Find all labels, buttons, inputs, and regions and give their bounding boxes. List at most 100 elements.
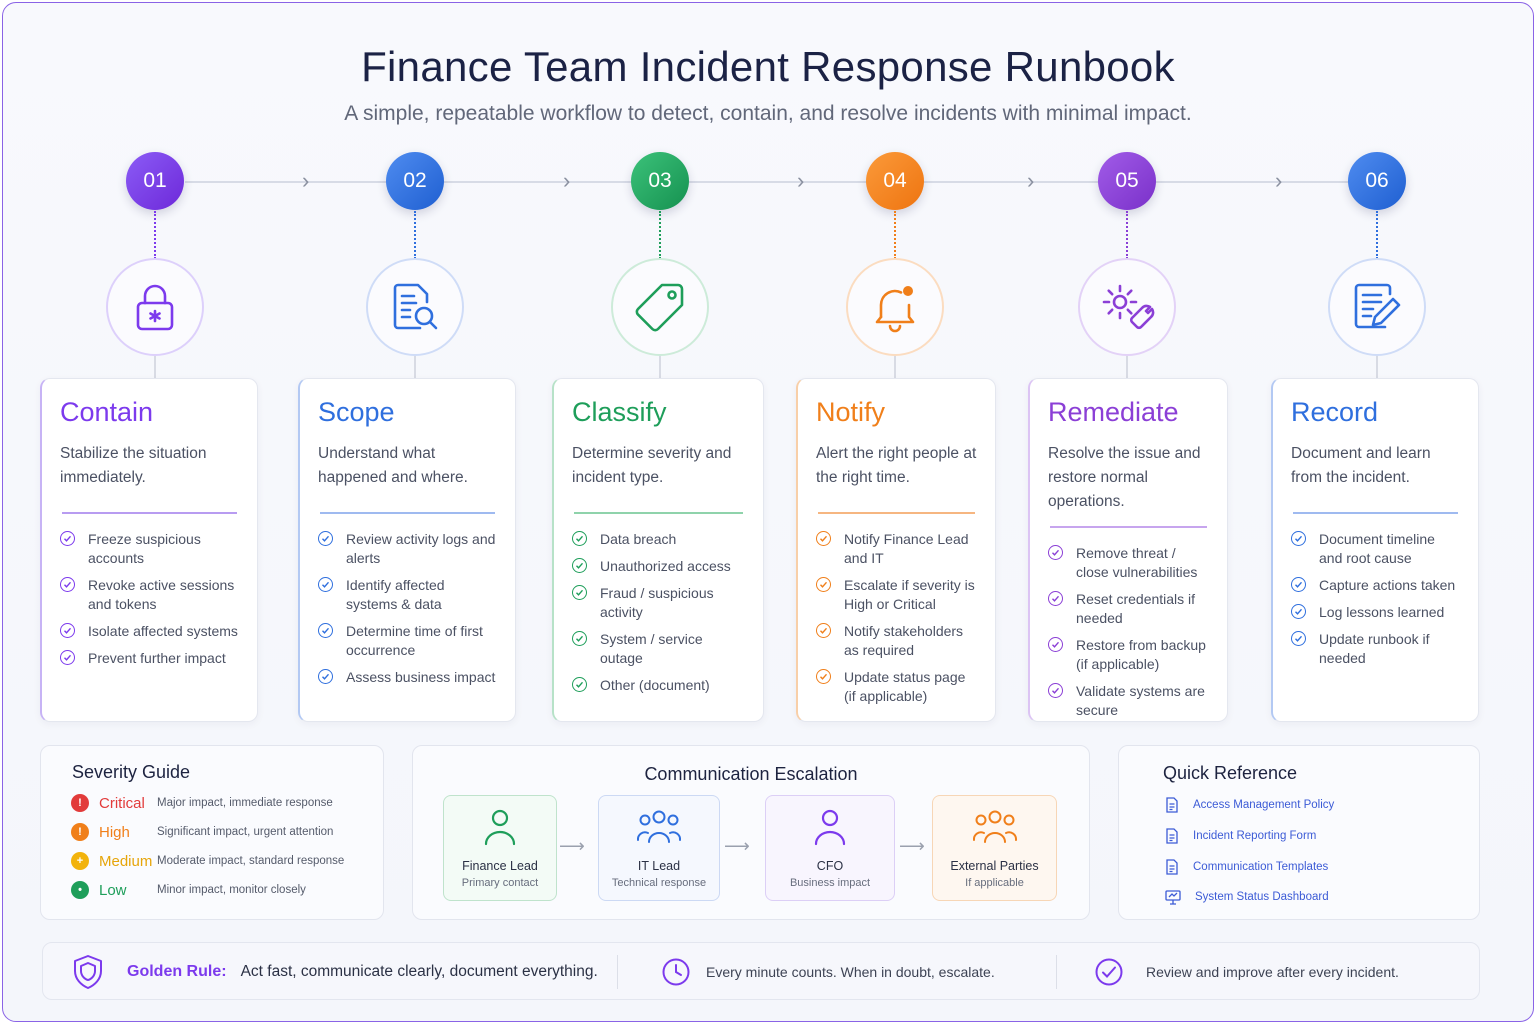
escalation-role: Primary contact [461,877,539,889]
quick-link-status-dashboard[interactable]: System Status Dashboard [1165,889,1329,905]
document-edit-icon [1354,283,1401,329]
tag-icon [635,283,684,332]
footer-tip-text: Every minute counts. When in doubt, esca… [706,964,995,980]
check-icon [572,531,587,546]
escalation-name: Finance Lead [462,859,538,873]
check-icon [60,650,75,665]
clock-icon [662,958,690,986]
timeline-arrow: › [797,168,805,193]
quick-link-access-policy[interactable]: Access Management Policy [1165,797,1334,813]
check-icon [572,631,587,646]
checklist-item: Other (document) [572,676,745,695]
step-number-scope: 02 [386,152,444,210]
check-icon [318,531,333,546]
severity-row-critical: ! Critical Major impact, immediate respo… [71,794,333,812]
checklist-item: Prevent further impact [60,649,239,668]
escalation-step-finance-lead: Finance Lead Primary contact [443,795,557,901]
group-icon [636,810,682,843]
escalation-arrow: ⟶ [724,836,750,856]
escalation-role: Business impact [789,877,871,889]
card-description: Alert the right people at the right time… [816,445,977,486]
check-icon [1291,631,1306,646]
escalation-step-external-parties: External Parties If applicable [932,795,1057,901]
checklist-item: Update runbook if needed [1291,630,1460,668]
step-number-record: 06 [1348,152,1406,210]
escalation-name: IT Lead [637,859,681,873]
quick-link-incident-form[interactable]: Incident Reporting Form [1165,828,1316,844]
severity-label: Medium [99,852,153,870]
check-icon [1048,637,1063,652]
card-description: Determine severity and incident type. [572,445,732,486]
person-icon [814,809,846,846]
card-title: Classify [572,397,667,427]
golden-rule-bar: Golden Rule: Act fast, communicate clear… [42,942,1480,1000]
card-divider [818,512,975,514]
footer-divider [617,955,618,989]
quick-link-label[interactable]: Access Management Policy [1193,799,1335,811]
page-subtitle: A simple, repeatable workflow to detect,… [344,102,1192,125]
card-checklist: Notify Finance Lead and IT Escalate if s… [816,530,977,706]
card-checklist: Review activity logs and alerts Identify… [318,530,497,687]
timeline-arrow: › [302,168,310,193]
check-icon [318,623,333,638]
step-number-notify: 04 [866,152,924,210]
checklist-item: Data breach [572,530,745,549]
step-card-notify: Notify Alert the right people at the rig… [796,378,996,722]
quick-link-label[interactable]: Incident Reporting Form [1193,830,1317,842]
escalation-arrow: ⟶ [559,836,585,856]
step-connector [659,211,661,259]
monitor-icon [1165,890,1181,905]
checklist-item: Notify stakeholders as required [816,622,977,660]
card-stem [1126,356,1128,378]
check-icon [1048,683,1063,698]
step-card-scope: Scope Understand what happened and where… [298,378,516,722]
checklist-item: Freeze suspicious accounts [60,530,239,568]
card-description: Resolve the issue and restore normal ope… [1048,445,1201,510]
card-title: Contain [60,397,154,427]
quick-link-communication-templates[interactable]: Communication Templates [1165,859,1328,875]
severity-label: Critical [99,794,145,812]
quick-link-label[interactable]: Communication Templates [1193,861,1329,873]
checklist-item: Unauthorized access [572,557,745,576]
card-title: Scope [318,397,395,427]
card-stem [659,356,661,378]
checklist-item: System / service outage [572,630,745,668]
card-stem [1376,356,1378,378]
check-icon [816,531,831,546]
checklist-item: Document timeline and root cause [1291,530,1460,568]
step-card-record: Record Document and learn from the incid… [1271,378,1479,722]
quick-reference-panel: Quick Reference Access Management Policy… [1118,745,1480,920]
escalation-name: External Parties [950,859,1039,873]
card-checklist: Remove threat / close vulnerabilities Re… [1048,544,1209,720]
severity-row-high: ! High Significant impact, urgent attent… [71,823,333,841]
step-card-contain: Contain Stabilize the situation immediat… [40,378,258,722]
check-icon [816,577,831,592]
severity-label: Low [99,881,127,899]
card-divider [62,512,237,514]
escalation-name: CFO [816,859,844,873]
card-divider [1050,526,1207,528]
medium-alert-icon: + [71,852,89,870]
severity-guide-panel: Severity Guide ! Critical Major impact, … [40,745,384,920]
timeline-arrow: › [1027,168,1035,193]
remediate-icon-circle [1078,258,1176,356]
card-divider [1293,512,1458,514]
card-description: Stabilize the situation immediately. [60,445,207,486]
escalation-title: Communication Escalation [644,764,858,784]
check-icon [572,558,587,573]
card-title: Record [1291,397,1379,427]
check-icon [60,531,75,546]
checklist-item: Review activity logs and alerts [318,530,497,568]
check-icon [1291,531,1306,546]
checklist-item: Reset credentials if needed [1048,590,1209,628]
notify-icon-circle [846,258,944,356]
quick-reference-title: Quick Reference [1163,763,1298,783]
step-connector [414,211,416,259]
document-icon [1166,828,1178,844]
quick-link-label[interactable]: System Status Dashboard [1195,891,1329,903]
footer-tip-text: Review and improve after every incident. [1146,964,1399,980]
card-divider [320,512,495,514]
timeline-line [185,181,1355,183]
person-icon [484,809,516,846]
